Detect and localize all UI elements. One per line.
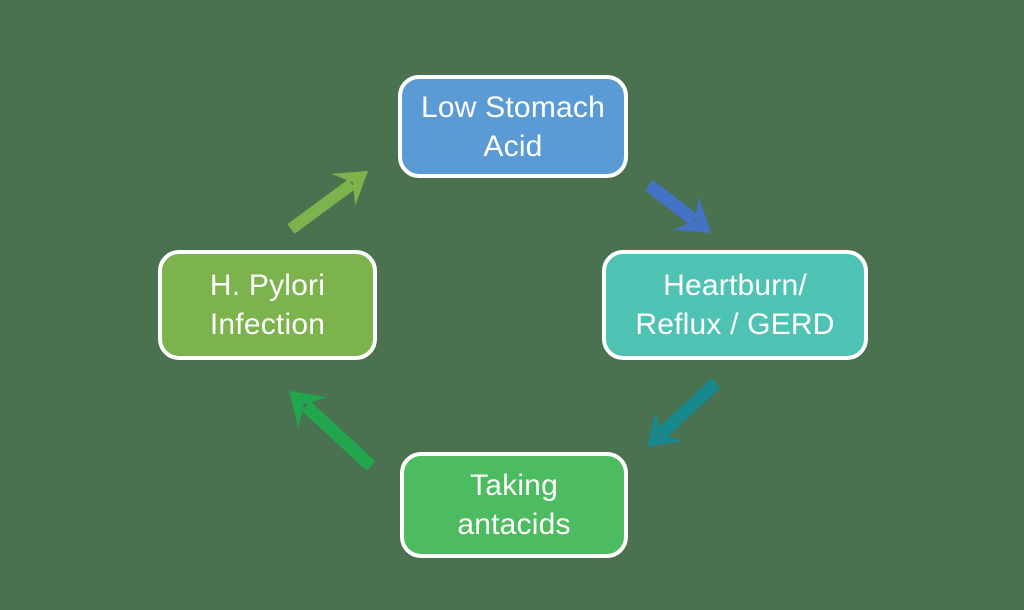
node-taking-antacids: Taking antacids [400, 452, 628, 558]
node-low-stomach-acid: Low Stomach Acid [398, 75, 628, 178]
node-h-pylori-infection: H. Pylori Infection [158, 250, 377, 360]
arrow-head [331, 171, 368, 206]
arrow-heartburn-to-taking-antacids-icon [647, 378, 721, 447]
node-label-line: Infection [209, 308, 326, 341]
node-label-line: Taking [470, 469, 558, 502]
node-label-line: antacids [457, 508, 571, 541]
arrow-head [289, 391, 327, 429]
node-label-line: H. Pylori [209, 269, 326, 302]
arrow-h-pylori-to-low-stomach-acid-icon [287, 171, 368, 234]
node-label-line: Low Stomach [421, 90, 605, 124]
arrow-stem [645, 179, 698, 226]
arrow-low-stomach-acid-to-heartburn-icon [645, 179, 711, 233]
node-label-line: Heartburn/ [663, 269, 807, 302]
arrow-taking-antacids-to-h-pylori-icon [289, 391, 376, 471]
node-label-line: Reflux / GERD [635, 308, 835, 341]
node-label-line: Acid [483, 129, 543, 163]
arrow-stem [287, 179, 356, 234]
arrow-head [647, 411, 683, 447]
arrow-head [672, 196, 711, 233]
arrow-stem [657, 378, 721, 438]
arrow-stem [301, 401, 376, 471]
node-heartburn-reflux-gerd: Heartburn/ Reflux / GERD [602, 250, 868, 360]
